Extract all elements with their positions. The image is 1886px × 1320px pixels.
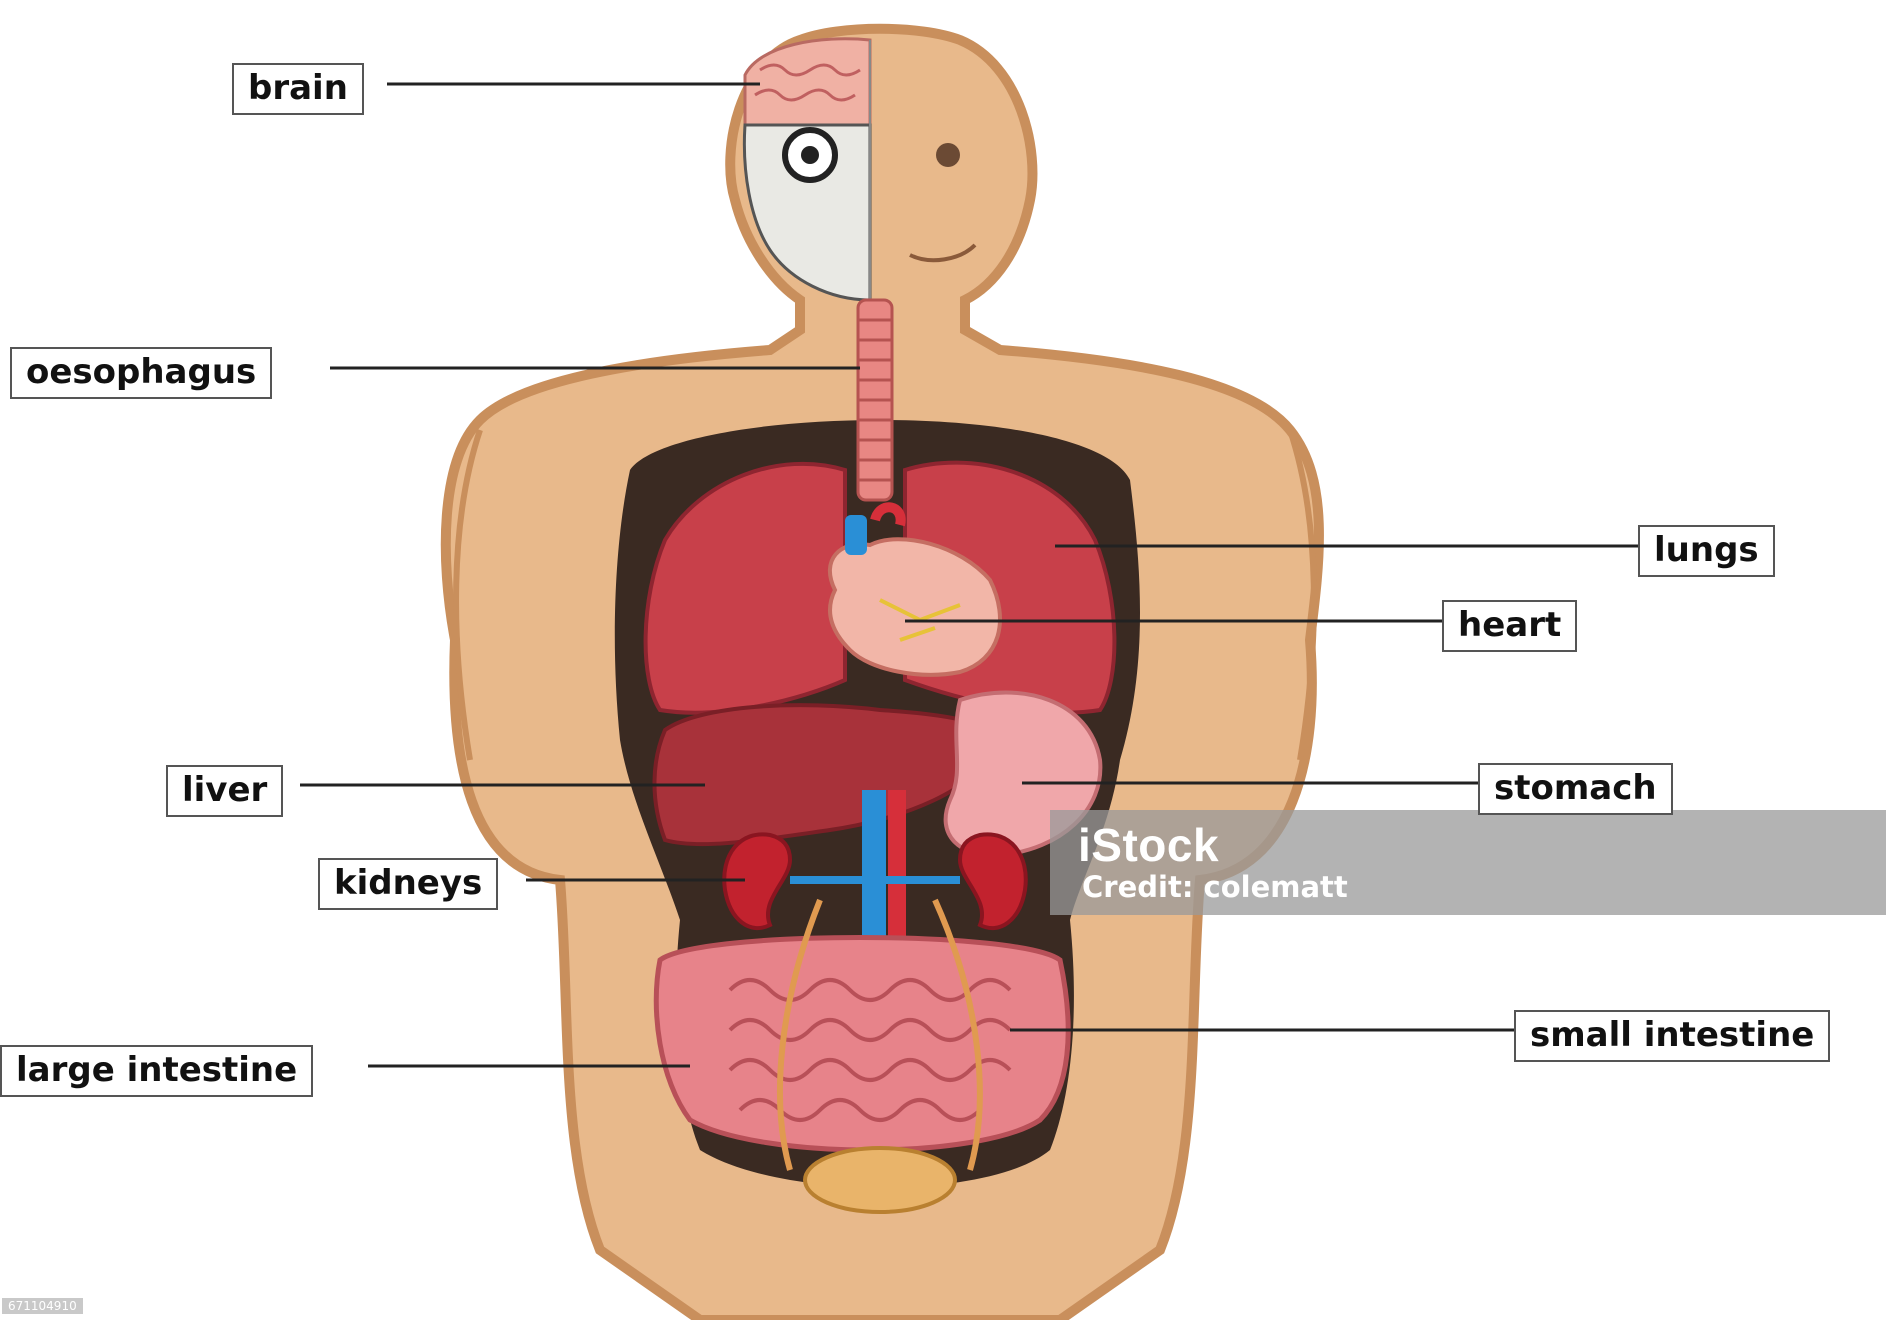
- aorta: [888, 790, 906, 960]
- label-large-intestine: large intestine: [0, 1045, 313, 1097]
- bladder: [805, 1148, 955, 1212]
- large-intestine-shape: [656, 938, 1068, 1151]
- label-heart: heart: [1442, 600, 1577, 652]
- label-oesophagus: oesophagus: [10, 347, 272, 399]
- label-liver: liver: [166, 765, 283, 817]
- label-small-intestine: small intestine: [1514, 1010, 1830, 1062]
- label-kidneys: kidneys: [318, 858, 498, 910]
- vena-cava: [862, 790, 886, 960]
- label-brain: brain: [232, 63, 364, 115]
- label-stomach: stomach: [1478, 763, 1673, 815]
- label-lungs: lungs: [1638, 525, 1775, 577]
- stock-id: 671104910: [2, 1298, 83, 1314]
- istock-logo: iStock: [1078, 818, 1219, 872]
- watermark-credit: Credit: colematt: [1082, 870, 1348, 904]
- oesophagus-tube: [858, 300, 892, 500]
